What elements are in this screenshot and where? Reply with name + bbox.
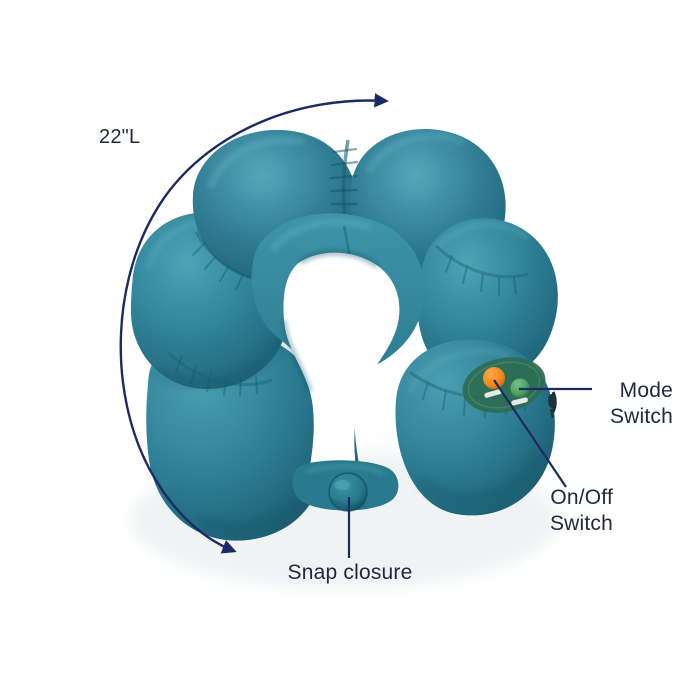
mode-switch-label: Mode Switch xyxy=(483,378,673,430)
mode-switch-label-line2: Switch xyxy=(609,405,673,428)
seam-ruche-right-upper xyxy=(434,244,529,296)
mode-switch-label-line1: Mode xyxy=(619,379,673,402)
snap-closure-label: Snap closure xyxy=(287,561,413,584)
dimension-arc-arrow xyxy=(119,93,389,554)
onoff-switch-leader-line xyxy=(493,379,567,488)
dimension-label: 22"L xyxy=(99,126,141,148)
cord-tag xyxy=(548,391,557,419)
control-panel-inner-ring xyxy=(467,361,541,409)
control-panel xyxy=(462,357,546,413)
mode-button-label-bar xyxy=(511,397,528,406)
onoff-switch-label-line2: Switch xyxy=(549,512,613,535)
onoff-switch-label: On/Off Switch xyxy=(383,485,613,537)
power-button xyxy=(483,367,505,389)
power-button-label-bar xyxy=(484,389,502,398)
onoff-switch-label-line1: On/Off xyxy=(550,486,613,509)
